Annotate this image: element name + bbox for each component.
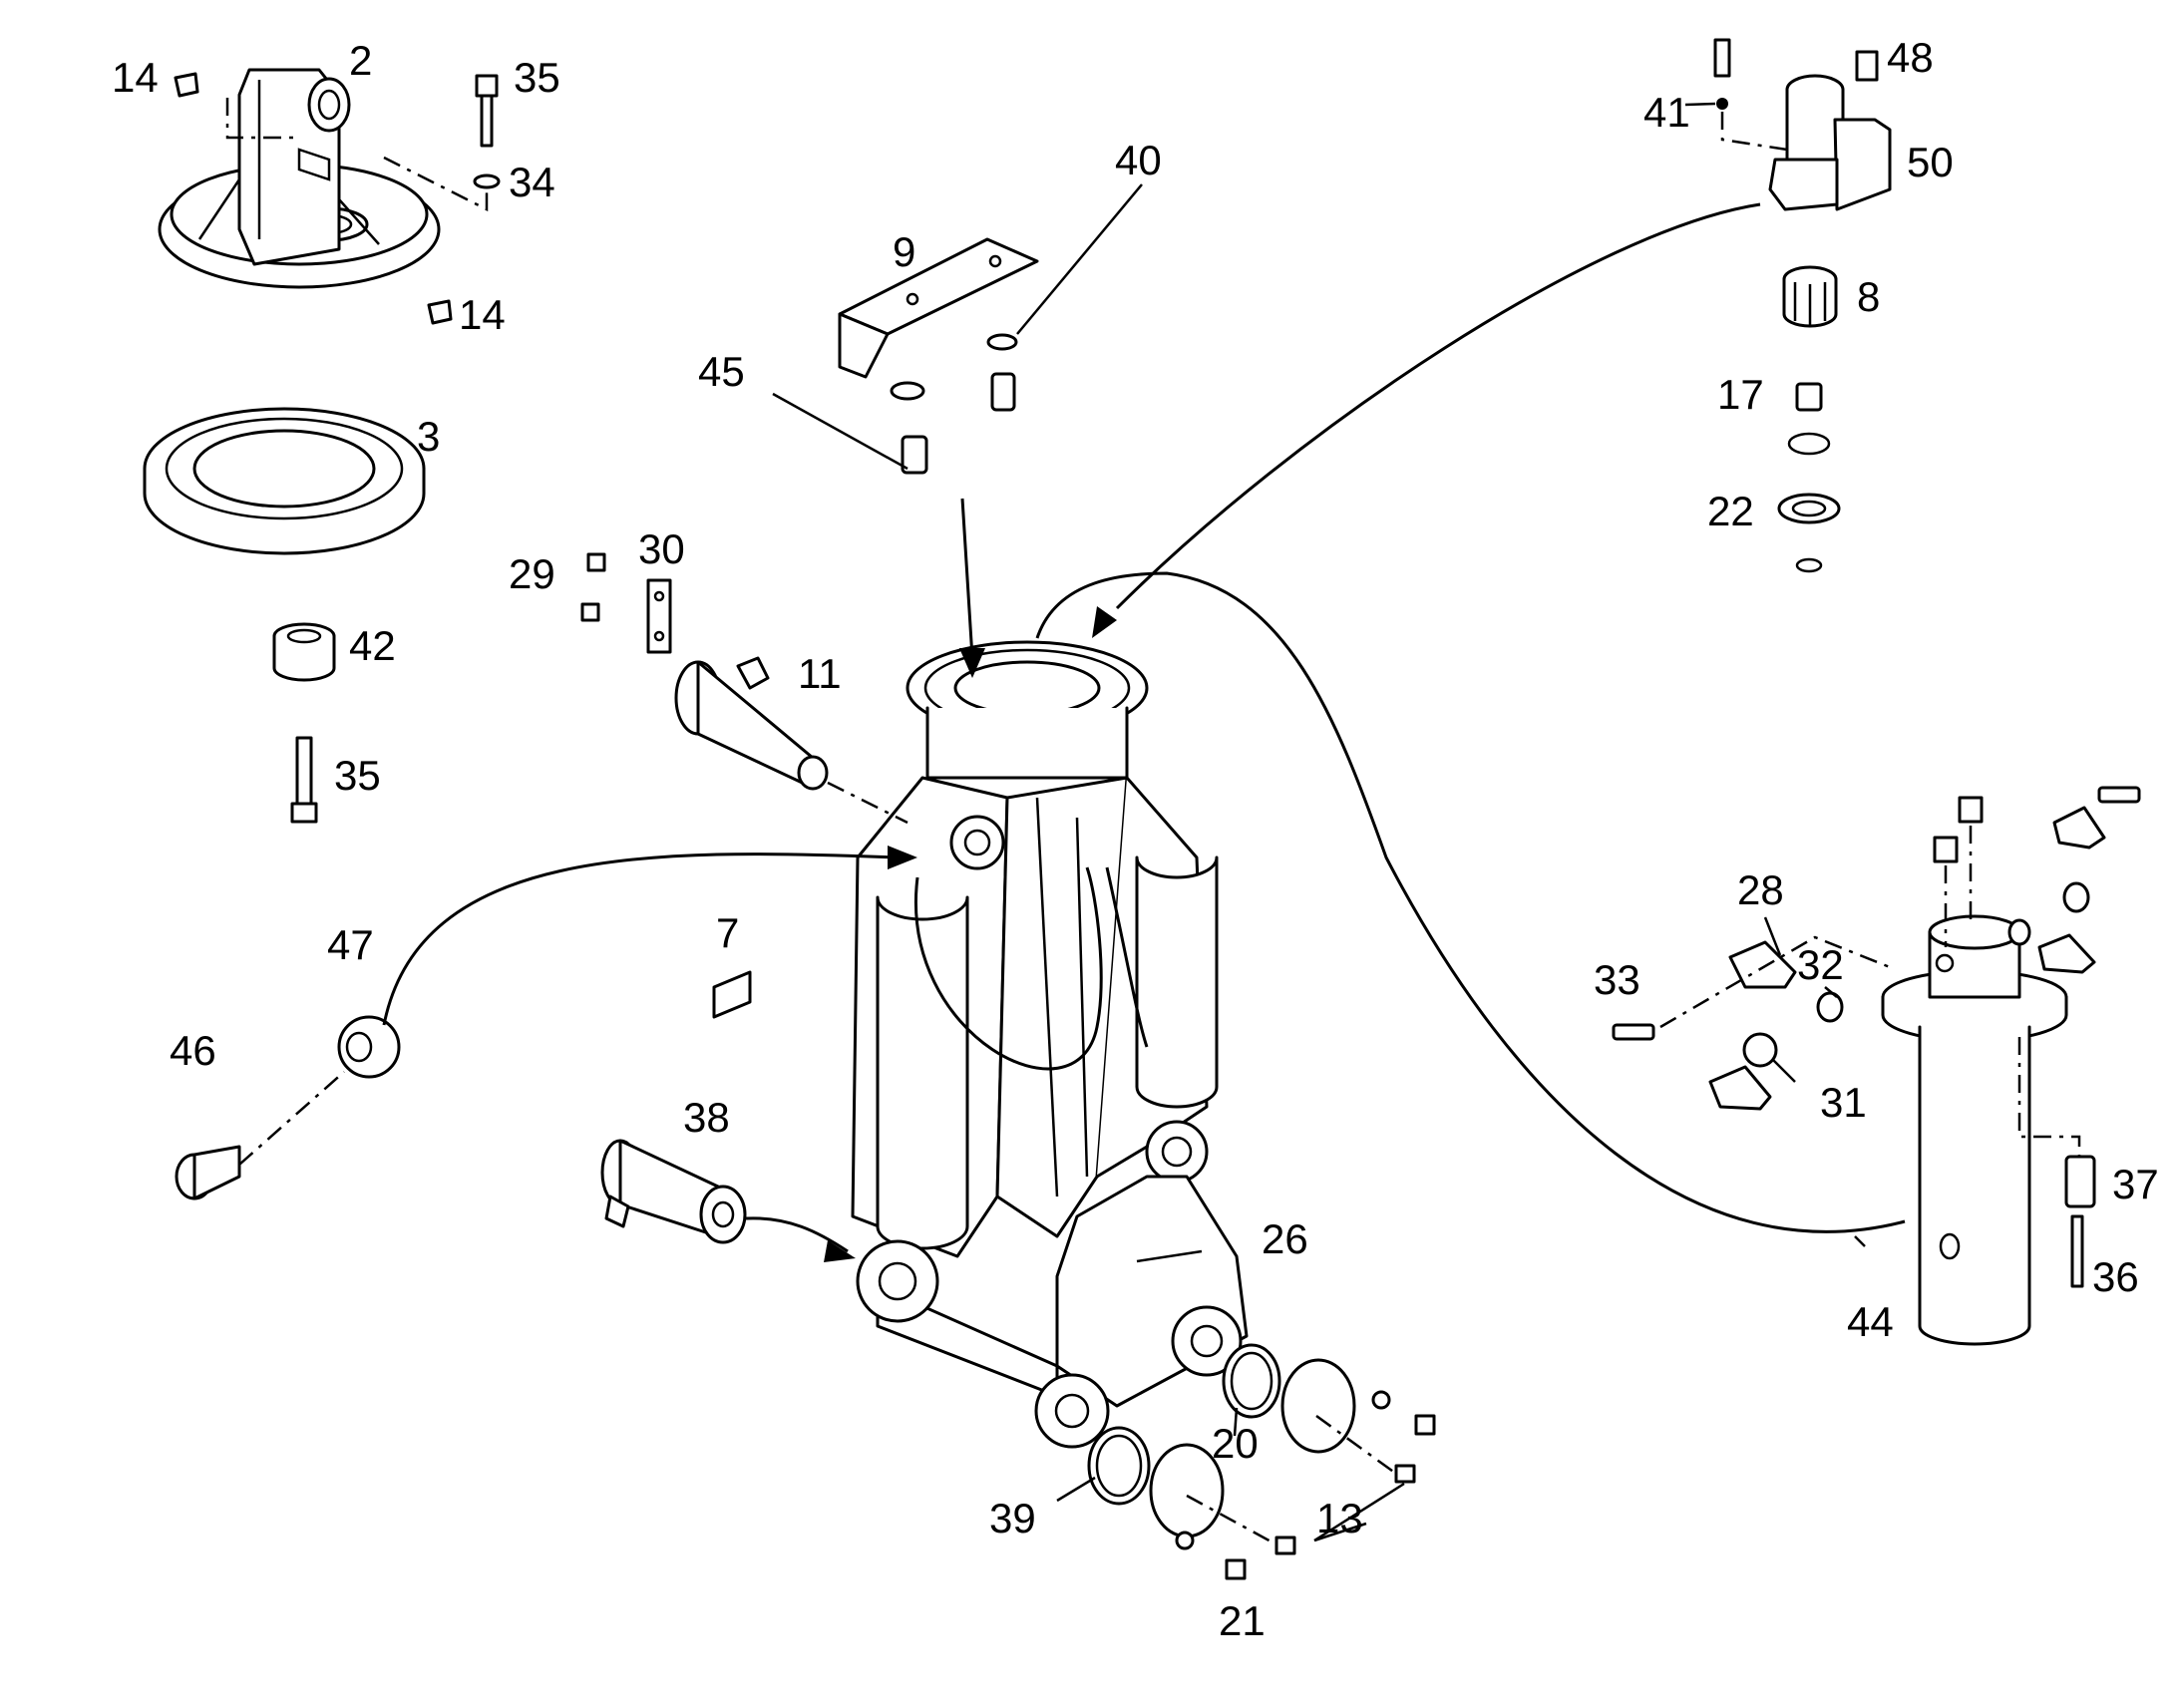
bushing-17 [1795, 382, 1823, 412]
spacer-42 [272, 622, 336, 682]
callout-14a: 14 [112, 54, 159, 101]
oring-32 [1816, 991, 1844, 1023]
callout-44: 44 [1847, 1298, 1894, 1345]
arrowhead-motor [1092, 606, 1117, 638]
washer-34 [473, 173, 501, 189]
swing-column [851, 640, 1219, 1258]
bearing-22 [1777, 493, 1841, 524]
motor-50 [1768, 74, 1892, 211]
base-frame-26 [856, 1175, 1249, 1449]
bolts-right-cover [1371, 1390, 1436, 1436]
plate-30 [646, 578, 672, 654]
plate-bolt-14a [174, 72, 199, 98]
callout-14b: 14 [459, 291, 506, 338]
screw-45 [901, 435, 928, 475]
pin-11 [674, 656, 829, 791]
callout-20: 20 [1212, 1420, 1259, 1467]
callout-28: 28 [1737, 866, 1784, 913]
fitting-46 [175, 1145, 241, 1200]
callout-39: 39 [989, 1495, 1036, 1541]
callout-13: 13 [1316, 1495, 1363, 1541]
callout-3: 3 [417, 413, 440, 460]
callout-41: 41 [1643, 89, 1690, 136]
washer-40 [986, 333, 1018, 351]
callout-37: 37 [2112, 1161, 2159, 1207]
hose-motor-column [1115, 202, 1761, 610]
swivel-joint-44 [1881, 914, 2068, 1346]
callout-35a: 35 [514, 54, 560, 101]
arrowhead-bracket [959, 648, 985, 678]
callout-17: 17 [1717, 371, 1764, 418]
bolts-29 [580, 552, 606, 622]
callout-26: 26 [1262, 1215, 1308, 1262]
callout-9: 9 [893, 228, 915, 275]
pin-38 [600, 1139, 747, 1244]
callout-11: 11 [798, 650, 842, 697]
clamp-half-right-lower [2037, 933, 2096, 974]
bolt-35a [475, 74, 499, 148]
callout-29: 29 [509, 550, 555, 597]
callout-46: 46 [170, 1027, 216, 1074]
callout-36: 36 [2092, 1253, 2139, 1300]
bolts-13 [1274, 1464, 1416, 1555]
plug-top-1 [1933, 836, 1959, 863]
washer-bracket [890, 381, 925, 401]
bolt-36 [2070, 1214, 2084, 1288]
callout-38: 38 [683, 1094, 730, 1141]
disc-31 [1742, 1032, 1778, 1068]
arrow-bracket [960, 498, 974, 659]
hose-swivel-column [1035, 571, 1906, 1233]
callout-34: 34 [509, 159, 555, 205]
arrowhead-pin [824, 1240, 856, 1262]
callout-32: 32 [1797, 941, 1844, 988]
clamp-half-lower [1708, 1065, 1772, 1111]
callout-47: 47 [327, 921, 374, 968]
callout-7: 7 [716, 909, 739, 956]
arrowhead-nut [888, 846, 917, 869]
callout-31: 31 [1820, 1079, 1867, 1126]
label-plate-7 [712, 970, 752, 1019]
hose-pin-frame [745, 1216, 849, 1253]
callout-2: 2 [349, 37, 372, 84]
slewing-ring [143, 407, 426, 555]
callout-40: 40 [1115, 137, 1162, 183]
sleeve-37 [2064, 1155, 2096, 1208]
screw-41 [1713, 38, 1731, 110]
callout-22: 22 [1707, 488, 1754, 534]
screw-bracket [990, 372, 1016, 412]
callout-48: 48 [1887, 34, 1934, 81]
oring-right [2007, 881, 2090, 946]
bolt-21 [1175, 1531, 1247, 1580]
clamp-half-28 [1728, 940, 1797, 989]
screw-top-right [2097, 786, 2141, 804]
bracket-9 [838, 237, 1039, 379]
callout-33: 33 [1594, 956, 1640, 1003]
plate-bolt-14b [427, 299, 453, 325]
callout-8: 8 [1857, 273, 1880, 320]
pin-11-axis [827, 781, 908, 825]
cover-plate-right [1280, 1358, 1356, 1454]
clamp-half-right-upper [2052, 806, 2106, 850]
bolt-35b [290, 736, 318, 824]
circlip [1787, 432, 1831, 456]
callout-21: 21 [1219, 1597, 1266, 1644]
seal-20 [1222, 1343, 1281, 1419]
callout-50: 50 [1907, 139, 1954, 185]
callout-42: 42 [349, 622, 396, 669]
slewing-top-plate [158, 68, 441, 289]
callout-30: 30 [638, 525, 685, 572]
fitting-48 [1855, 50, 1879, 82]
ring-small [1795, 557, 1823, 573]
hose-nut-column [382, 853, 899, 1026]
callout-35b: 35 [334, 752, 381, 799]
plug-top-2 [1958, 796, 1984, 824]
screw-33 [1612, 1023, 1655, 1041]
pinion-8 [1782, 265, 1838, 328]
callout-45: 45 [698, 348, 745, 395]
nut-47 [337, 1015, 401, 1079]
seal-39 [1087, 1426, 1151, 1506]
